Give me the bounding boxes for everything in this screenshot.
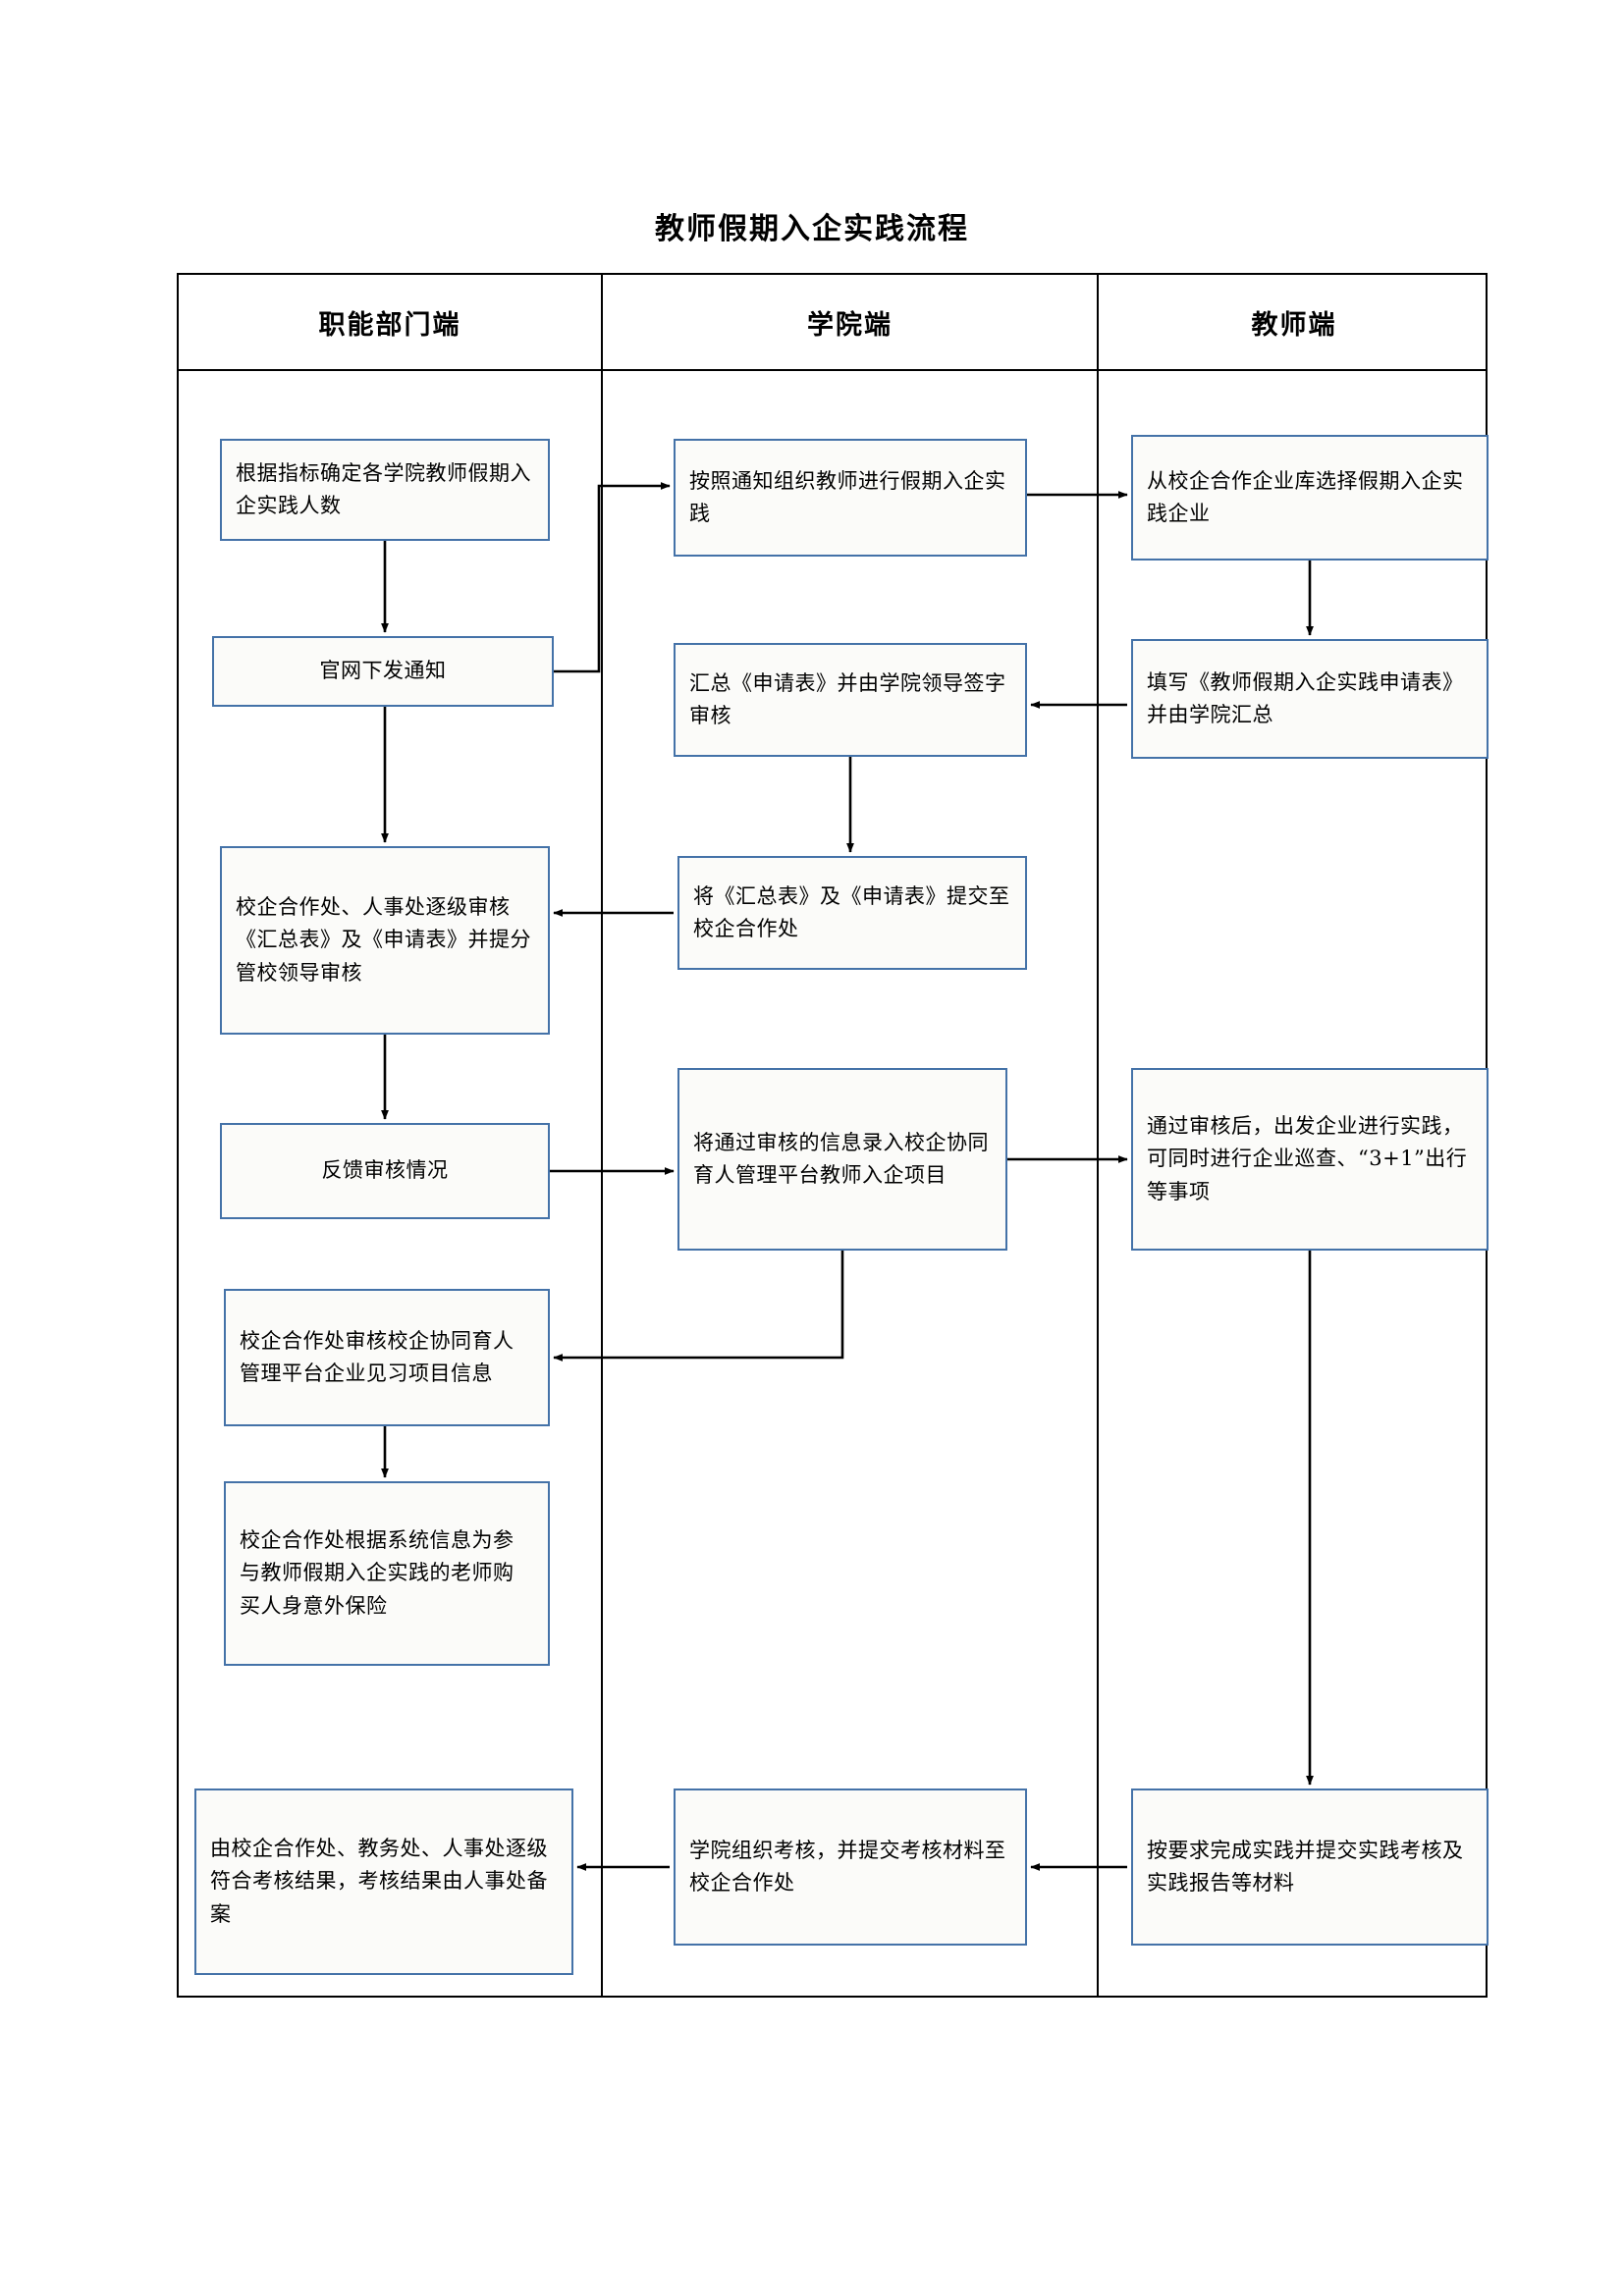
node-co1: 按照通知组织教师进行假期入企实践 [674,439,1027,557]
node-fd4: 反馈审核情况 [220,1123,550,1219]
swimlane-header-row: 职能部门端 学院端 教师端 [179,275,1486,371]
node-fd2: 官网下发通知 [212,636,554,707]
lane-divider-1 [601,371,603,1998]
node-co2: 汇总《申请表》并由学院领导签字审核 [674,643,1027,757]
lane-divider-2 [1097,371,1099,1998]
node-co5: 学院组织考核，并提交考核材料至校企合作处 [674,1789,1027,1946]
node-te2: 填写《教师假期入企实践申请表》并由学院汇总 [1131,639,1489,759]
node-fd5: 校企合作处审核校企协同育人管理平台企业见习项目信息 [224,1289,550,1426]
node-te3: 通过审核后，出发企业进行实践，可同时进行企业巡查、“3+1”出行等事项 [1131,1068,1489,1251]
node-te4: 按要求完成实践并提交实践考核及实践报告等材料 [1131,1789,1489,1946]
lane-header-college: 学院端 [601,275,1097,369]
node-fd1: 根据指标确定各学院教师假期入企实践人数 [220,439,550,541]
node-fd7: 由校企合作处、教务处、人事处逐级符合考核结果，考核结果由人事处备案 [194,1789,573,1975]
node-fd6: 校企合作处根据系统信息为参与教师假期入企实践的老师购买人身意外保险 [224,1481,550,1666]
lane-header-functional-department: 职能部门端 [318,309,461,341]
page-title: 教师假期入企实践流程 [655,212,969,246]
node-fd3: 校企合作处、人事处逐级审核《汇总表》及《申请表》并提分管校领导审核 [220,846,550,1035]
node-co3: 将《汇总表》及《申请表》提交至校企合作处 [677,856,1027,970]
node-co4: 将通过审核的信息录入校企协同育人管理平台教师入企项目 [677,1068,1007,1251]
lane-header-teacher: 教师端 [1097,275,1489,369]
node-te1: 从校企合作企业库选择假期入企实践企业 [1131,435,1489,561]
